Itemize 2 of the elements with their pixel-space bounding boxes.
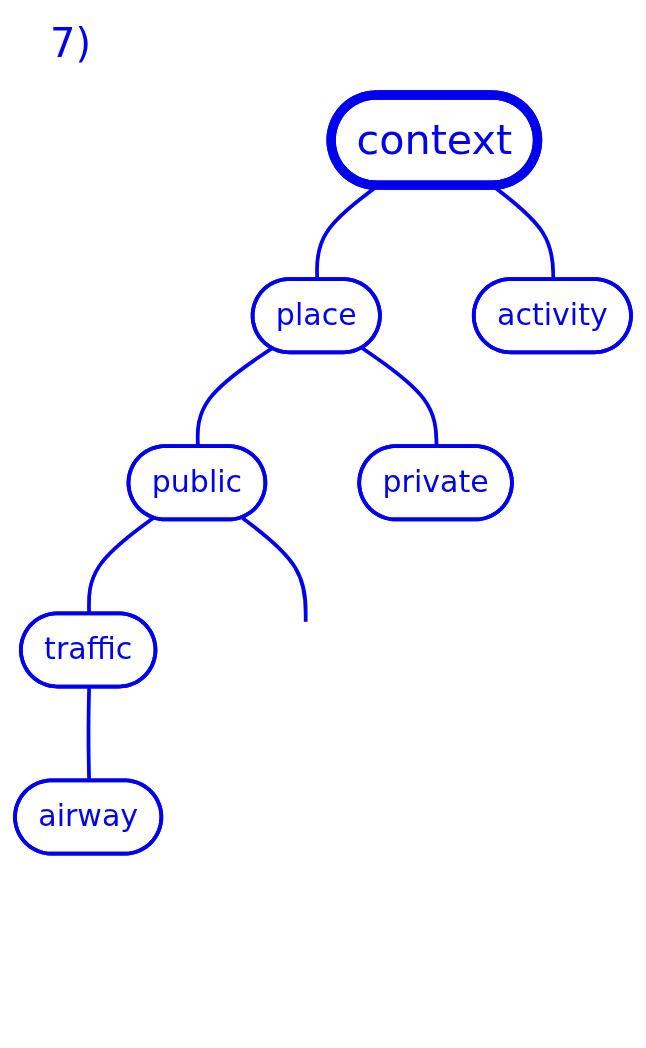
connector (241, 516, 308, 622)
note-label: 7) (50, 20, 92, 66)
